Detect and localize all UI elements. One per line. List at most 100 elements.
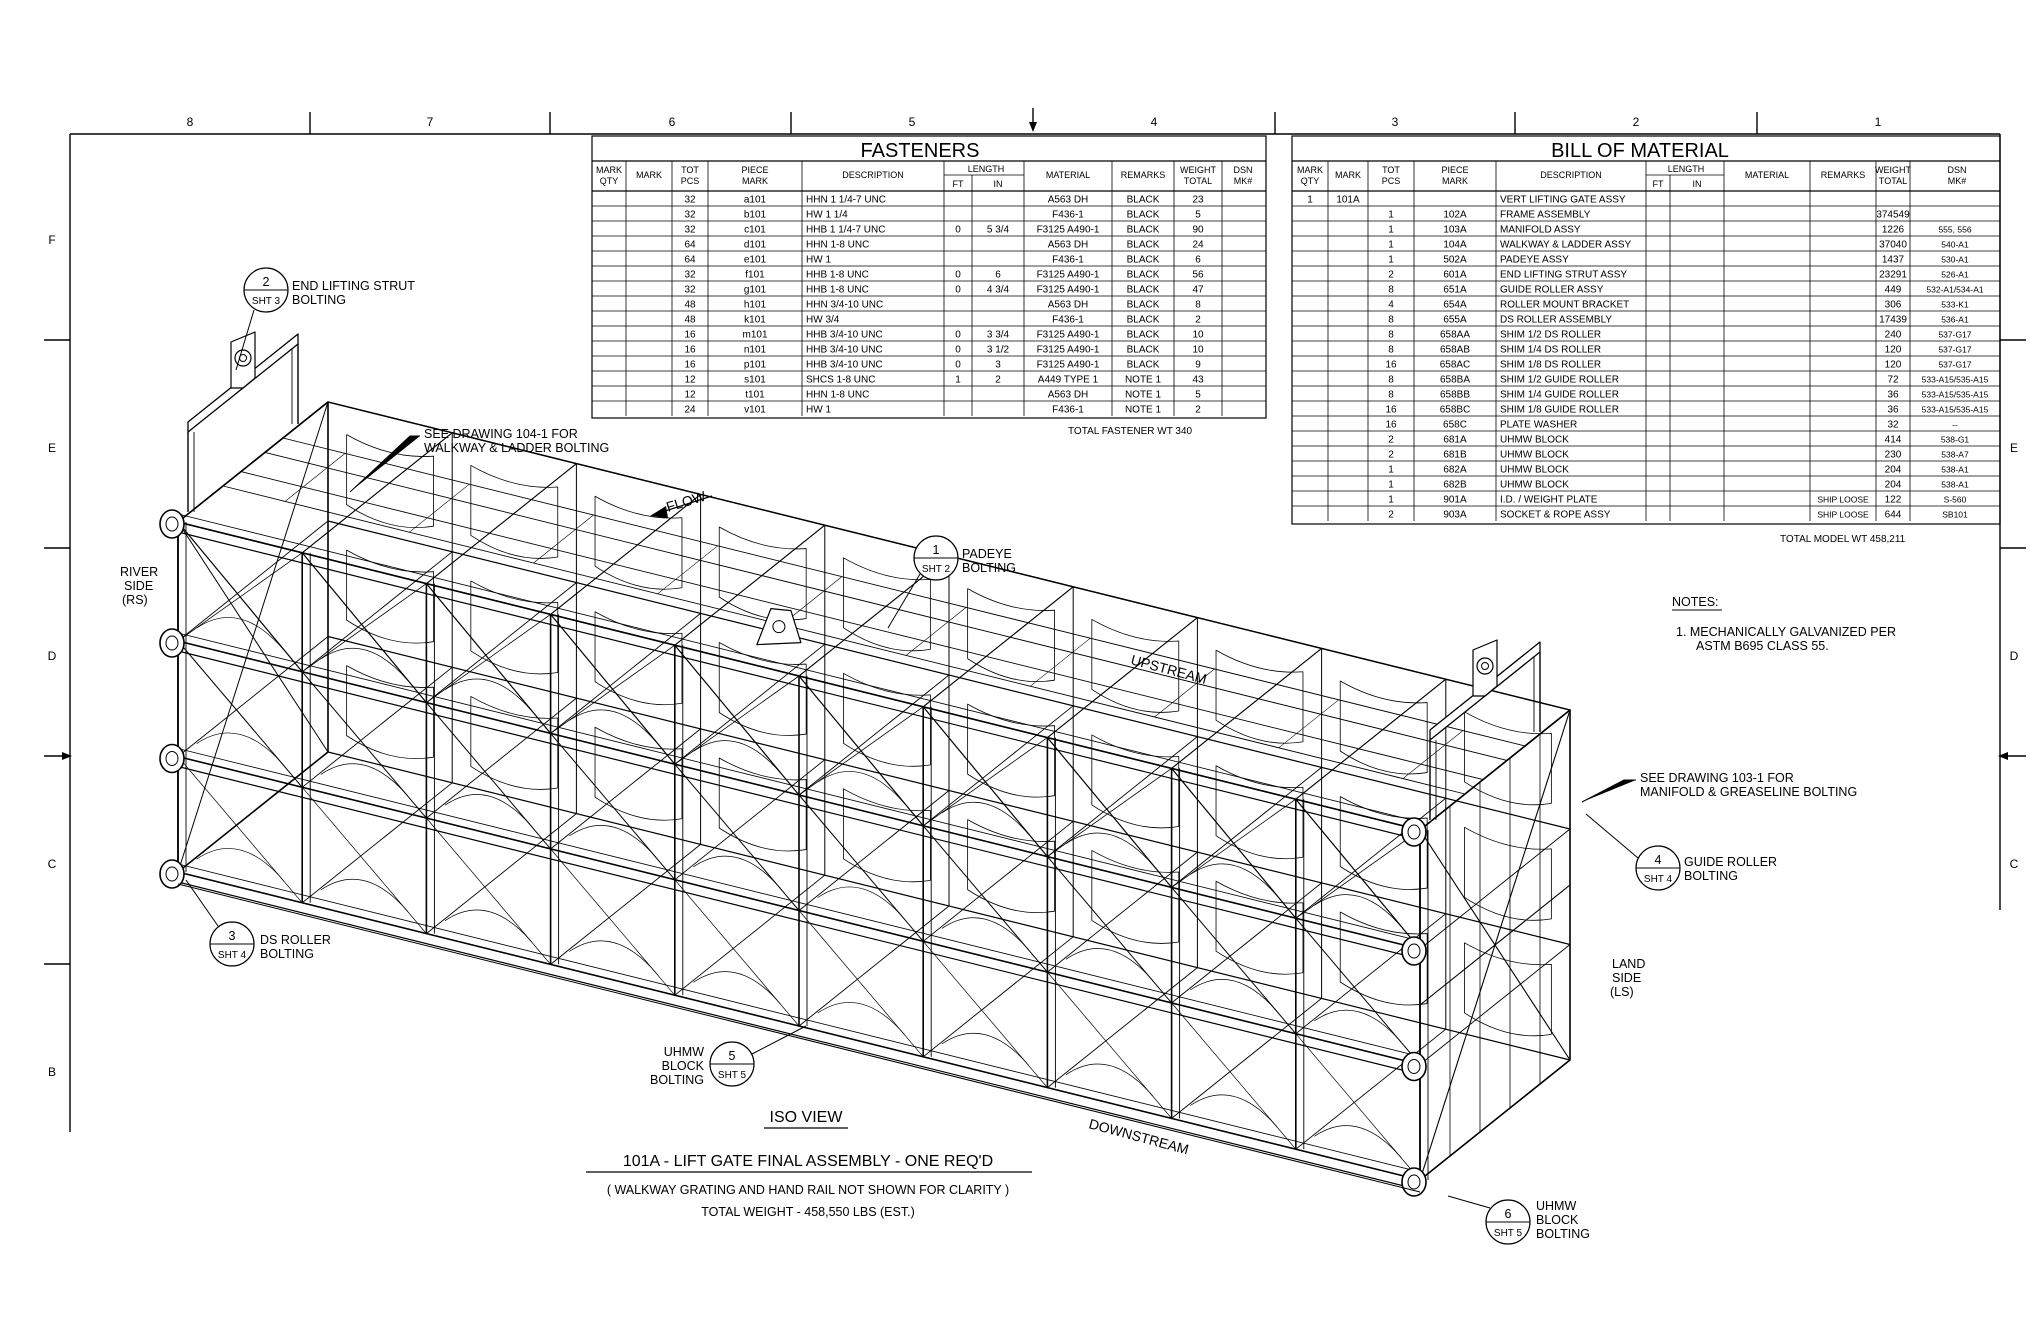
callout-2-sheet: SHT 3 xyxy=(252,296,281,307)
bom-cell: 1 xyxy=(1388,465,1394,476)
bom-cell: 654A xyxy=(1443,300,1467,311)
callout-2-number: 2 xyxy=(263,275,270,289)
fast-cell: HHB 3/4-10 UNC xyxy=(806,360,883,371)
fast-cell: 16 xyxy=(684,345,696,356)
bom-hdr-totpcs: TOT xyxy=(1382,165,1400,175)
bom-cell: 1 xyxy=(1388,480,1394,491)
bom-cell: SOCKET & ROPE ASSY xyxy=(1500,510,1611,521)
callout-2-line2: BOLTING xyxy=(292,293,346,307)
callout-5-line1: UHMW xyxy=(664,1045,704,1059)
river-side-1: RIVER xyxy=(120,565,158,579)
see-104-line1: SEE DRAWING 104-1 FOR xyxy=(424,427,578,441)
fast-cell: 0 xyxy=(955,285,961,296)
fast-hdr-markqty: MARK xyxy=(596,165,622,175)
bom-cell: 37040 xyxy=(1879,240,1907,251)
river-side-2: SIDE xyxy=(124,579,153,593)
callout-end-lifting-strut: 2 SHT 3 END LIFTING STRUT BOLTING xyxy=(235,267,415,371)
fast-cell: HW 1 xyxy=(806,255,831,266)
bom-cell: 538-G1 xyxy=(1941,435,1970,445)
bom-hdr-totpcs-2: PCS xyxy=(1382,176,1401,186)
fast-cell: 0 xyxy=(955,345,961,356)
fast-cell: NOTE 1 xyxy=(1125,390,1162,401)
fast-cell: HW 3/4 xyxy=(806,315,840,326)
fast-cell: F436-1 xyxy=(1052,210,1084,221)
fast-cell: HHB 3/4-10 UNC xyxy=(806,345,883,356)
fast-cell: 12 xyxy=(684,375,696,386)
callout-6-line2: BLOCK xyxy=(1536,1213,1579,1227)
fast-cell: HHB 1-8 UNC xyxy=(806,285,869,296)
fast-cell: BLACK xyxy=(1127,285,1160,296)
bom-cell: SHIP LOOSE xyxy=(1817,510,1869,520)
callout-2-line1: END LIFTING STRUT xyxy=(292,279,415,293)
fast-cell: BLACK xyxy=(1127,195,1160,206)
bom-cell: SHIM 1/2 GUIDE ROLLER xyxy=(1500,375,1619,386)
bom-hdr-remarks: REMARKS xyxy=(1821,170,1866,180)
fast-cell: 32 xyxy=(684,285,696,296)
land-side-2: SIDE xyxy=(1612,971,1641,985)
callout-6-line1: UHMW xyxy=(1536,1199,1576,1213)
zone-labels: 8 7 6 5 4 3 2 1 F E D C B E D C xyxy=(48,115,2019,1079)
fast-cell: F3125 A490-1 xyxy=(1037,360,1100,371)
fast-cell: 4 3/4 xyxy=(987,285,1010,296)
fast-cell: BLACK xyxy=(1127,315,1160,326)
fast-cell: 12 xyxy=(684,390,696,401)
callout-3-line2: BOLTING xyxy=(260,947,314,961)
see-104-line2: WALKWAY & LADDER BOLTING xyxy=(424,441,609,455)
callout-5-number: 5 xyxy=(729,1049,736,1063)
bom-cell: SHIM 1/2 DS ROLLER xyxy=(1500,330,1601,341)
fasteners-total: TOTAL FASTENER WT 340 xyxy=(1068,426,1193,437)
fasteners-table: FASTENERS MARK QTY MARK TOT PCS PIECE MA… xyxy=(591,135,1267,437)
bom-hdr-markqty-2: QTY xyxy=(1301,176,1320,186)
bom-cell: 644 xyxy=(1885,510,1902,521)
fast-cell: b101 xyxy=(744,210,767,221)
bom-cell: 681B xyxy=(1443,450,1467,461)
bom-cell: 103A xyxy=(1443,225,1467,236)
fast-cell: 32 xyxy=(684,210,696,221)
fast-cell: g101 xyxy=(744,285,767,296)
fast-cell: HHB 1 1/4-7 UNC xyxy=(806,225,885,236)
bom-cell: 414 xyxy=(1885,435,1902,446)
bom-cell: 8 xyxy=(1388,285,1394,296)
fast-cell: 1 xyxy=(955,375,961,386)
fast-cell: 3 3/4 xyxy=(987,330,1010,341)
fast-cell: HHN 3/4-10 UNC xyxy=(806,300,883,311)
fast-cell: t101 xyxy=(745,390,765,401)
bom-cell: 72 xyxy=(1887,375,1899,386)
bom-cell: 204 xyxy=(1885,480,1902,491)
bom-cell: 526-A1 xyxy=(1941,270,1969,280)
fast-cell: h101 xyxy=(744,300,767,311)
bom-cell: 8 xyxy=(1388,390,1394,401)
bom-title: BILL OF MATERIAL xyxy=(1551,140,1729,162)
flow-label: FLOW xyxy=(664,488,708,515)
bom-cell: 601A xyxy=(1443,270,1467,281)
bom-cell: 8 xyxy=(1388,315,1394,326)
bom-cell: 502A xyxy=(1443,255,1467,266)
fast-cell: 16 xyxy=(684,360,696,371)
fast-cell: 64 xyxy=(684,240,696,251)
fast-hdr-piecemark: PIECE xyxy=(741,165,768,175)
bom-cell: 532-A1/534-A1 xyxy=(1926,285,1983,295)
fast-cell: 16 xyxy=(684,330,696,341)
bom-cell: UHMW BLOCK xyxy=(1500,465,1569,476)
bom-cell: 537-G17 xyxy=(1938,345,1971,355)
bom-cell: 658BB xyxy=(1440,390,1470,401)
zone-row-c-left: C xyxy=(48,857,57,871)
bom-hdr-length: LENGTH xyxy=(1668,164,1705,174)
callout-6-number: 6 xyxy=(1505,1207,1512,1221)
fast-cell: 6 xyxy=(995,270,1001,281)
fast-cell: d101 xyxy=(744,240,767,251)
bom-cell: 682B xyxy=(1443,480,1467,491)
bom-cell: 306 xyxy=(1885,300,1902,311)
bom-cell: 8 xyxy=(1388,375,1394,386)
fast-cell: HW 1 xyxy=(806,405,831,416)
land-side-1: LAND xyxy=(1612,957,1645,971)
callout-5-line3: BOLTING xyxy=(650,1073,704,1087)
zone-col-8: 8 xyxy=(187,115,194,129)
bom-cell: UHMW BLOCK xyxy=(1500,435,1569,446)
bom-hdr-in: IN xyxy=(1693,179,1702,189)
bom-cell: 536-A1 xyxy=(1941,315,1969,325)
bom-cell: 16 xyxy=(1385,405,1397,416)
bom-hdr-weight: WEIGHT xyxy=(1875,165,1911,175)
fast-cell: HHN 1 1/4-7 UNC xyxy=(806,195,886,206)
callout-1-line2: BOLTING xyxy=(962,561,1016,575)
